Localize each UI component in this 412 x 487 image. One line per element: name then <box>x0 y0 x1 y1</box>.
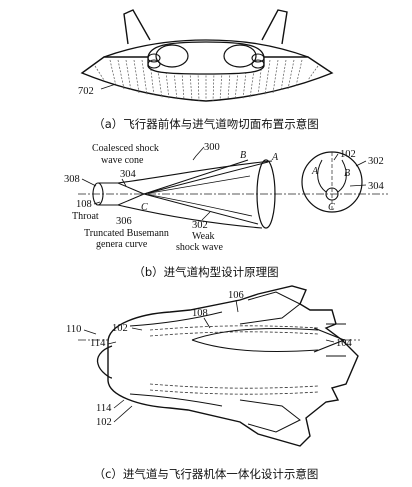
lower-contour <box>117 204 263 229</box>
ref-102-bottom-label: 102 <box>96 417 112 428</box>
upper-body-outline <box>103 39 309 58</box>
ref-104-label: 104 <box>336 338 353 349</box>
upper-inlet-dashed <box>149 325 319 331</box>
ref-114-top-label: 114 <box>90 338 106 349</box>
panel-c-caption: （c）进气道与飞行器机体一体化设计示意图 <box>93 467 319 481</box>
coalesced-shock-label-1: Coalesced shock <box>92 143 159 154</box>
inlet-airframe-integration-drawing: 106 108 110 102 114 104 114 102 <box>66 285 360 447</box>
circle-point-c-label: C <box>328 202 335 213</box>
weak-shock-label-2: shock wave <box>176 242 223 253</box>
circle-point-b-label: B <box>344 168 350 179</box>
point-b-label: B <box>240 150 246 161</box>
ref-106-label: 106 <box>228 290 244 301</box>
inlet-design-principle-drawing: Coalesced shock wave cone 300 B A C 308 … <box>64 142 388 253</box>
panel-a-caption: （a）飞行器前体与进气道吻切面布置示意图 <box>93 117 319 131</box>
truncated-busemann-label-2: genera curve <box>96 239 148 250</box>
lower-inlet-dashed <box>149 389 319 395</box>
panel-b-caption: （b）进气道构型设计原理图 <box>133 265 279 279</box>
truncated-busemann-label-1: Truncated Busemann <box>84 228 169 239</box>
weak-shock-label-1: Weak <box>192 231 215 242</box>
ref-306-label: 306 <box>116 216 132 227</box>
left-chamber <box>155 44 189 68</box>
ref-300-label: 300 <box>204 142 220 153</box>
panel-b-figure: Coalesced shock wave cone 300 B A C 308 … <box>0 136 412 268</box>
left-fin <box>123 9 151 45</box>
ref-108-label: 108 <box>76 199 92 210</box>
forebody-osculating-plane-drawing: 702 <box>78 9 334 102</box>
osculating-plane-hatching <box>94 59 319 102</box>
panel-c-figure: 106 108 110 102 114 104 114 102 <box>0 284 412 462</box>
ref-308-label: 308 <box>64 174 80 185</box>
ref-102-top-label: 102 <box>112 323 128 334</box>
ref-302-label: 302 <box>192 220 208 231</box>
nozzle <box>313 327 346 353</box>
ref-304-label: 304 <box>120 169 137 180</box>
ref-114-bottom-label: 114 <box>96 403 112 414</box>
circle-ref-102-label: 102 <box>340 149 356 160</box>
ref-702-label: 702 <box>78 86 94 97</box>
circle-ref-304-label: 304 <box>368 181 385 192</box>
ref-110-label: 110 <box>66 324 81 335</box>
panel-a-figure: 702 <box>0 0 412 112</box>
ref-108-label-c: 108 <box>192 308 208 319</box>
point-a-label: A <box>271 152 279 163</box>
airframe-outline <box>107 285 359 447</box>
point-c-label: C <box>141 202 148 213</box>
lower-body-outline <box>80 56 334 102</box>
throat-label: Throat <box>72 211 99 222</box>
right-fin <box>261 9 288 45</box>
inlet-entrance-ellipse <box>256 159 276 229</box>
circle-point-a-label: A <box>311 166 319 177</box>
upper-contour <box>117 160 273 184</box>
circle-ref-302-label: 302 <box>368 156 384 167</box>
right-chamber <box>223 44 257 68</box>
coalesced-shock-label-2: wave cone <box>101 155 144 166</box>
